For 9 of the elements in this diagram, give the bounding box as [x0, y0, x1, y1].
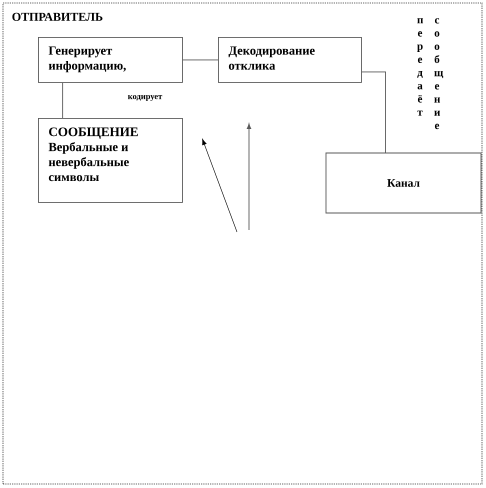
caption-text: кодирует	[128, 95, 162, 101]
vertical-text: передаёт	[417, 18, 424, 116]
connector-line	[361, 72, 386, 153]
process-box: Генерирует информацию,	[38, 37, 183, 83]
connector-line	[62, 82, 64, 118]
vertical-text: сообщение	[434, 18, 444, 130]
process-box: Декодирование отклика	[218, 37, 362, 83]
channel-box: Канал	[326, 152, 482, 214]
message-box: СООБЩЕНИЕ Вербальные и невербальные символы	[38, 118, 183, 203]
